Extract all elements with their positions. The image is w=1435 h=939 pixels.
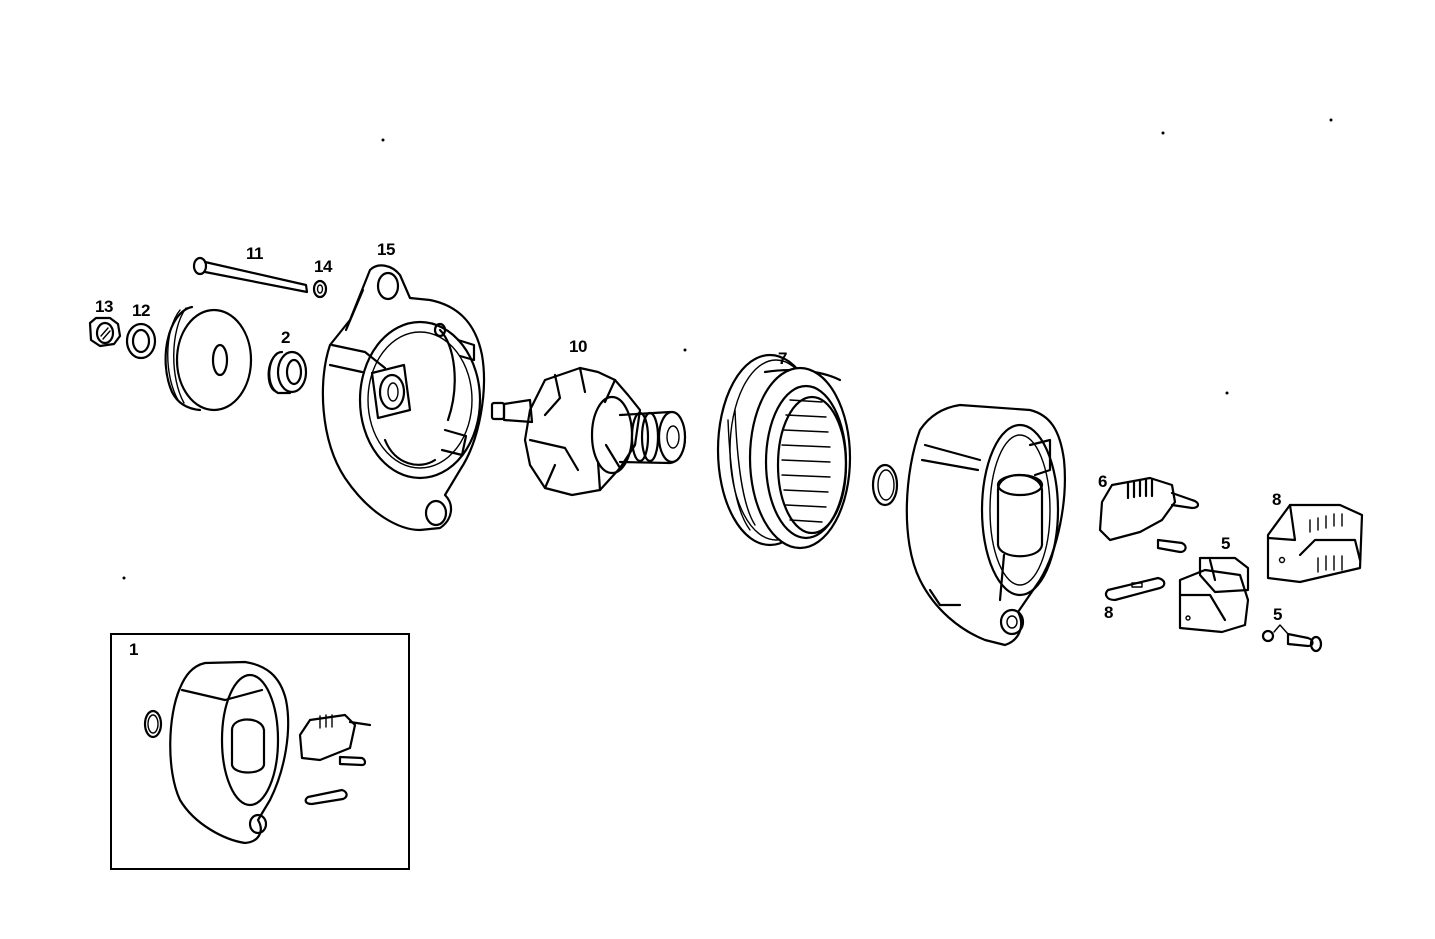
stator-part bbox=[716, 353, 852, 550]
rectifier-plate-part bbox=[1104, 576, 1166, 602]
callout-6: 6 bbox=[1098, 472, 1107, 491]
callout-7: 7 bbox=[778, 349, 787, 368]
rear-housing-part bbox=[905, 403, 1066, 647]
inset-artwork bbox=[143, 660, 372, 845]
callout-5-brush-holder: 5 bbox=[1221, 534, 1230, 553]
callout-8-plate: 8 bbox=[1104, 603, 1113, 622]
callout-8-rectifier: 8 bbox=[1272, 490, 1281, 509]
callout-13: 13 bbox=[95, 297, 113, 316]
front-housing-part bbox=[321, 264, 486, 532]
callout-5-screw: 5 bbox=[1273, 605, 1282, 624]
washer-part bbox=[125, 322, 157, 360]
callout-12: 12 bbox=[132, 301, 150, 320]
stator-windings bbox=[781, 399, 831, 523]
rectifier-bridge-part bbox=[1266, 503, 1364, 584]
callout-1: 1 bbox=[129, 640, 138, 659]
nut-part bbox=[88, 316, 122, 348]
callout-14: 14 bbox=[314, 257, 332, 276]
speck-marks bbox=[122, 118, 1333, 580]
rotor-part bbox=[490, 366, 687, 497]
spacer-part bbox=[267, 350, 308, 395]
screw-and-washer-part bbox=[1261, 624, 1323, 653]
brush-holder-part bbox=[1178, 556, 1250, 634]
callout-10: 10 bbox=[569, 337, 587, 356]
regulator-part bbox=[1098, 476, 1200, 554]
callout-15: 15 bbox=[377, 240, 395, 259]
through-bolt-part bbox=[192, 256, 328, 299]
callout-2: 2 bbox=[281, 328, 290, 347]
pulley-part bbox=[164, 305, 253, 412]
o-ring-part bbox=[871, 463, 899, 507]
inset-frame bbox=[110, 633, 410, 870]
rectifier-fins bbox=[1309, 513, 1343, 573]
callout-11: 11 bbox=[246, 244, 263, 263]
regulator-fins bbox=[1126, 478, 1154, 500]
